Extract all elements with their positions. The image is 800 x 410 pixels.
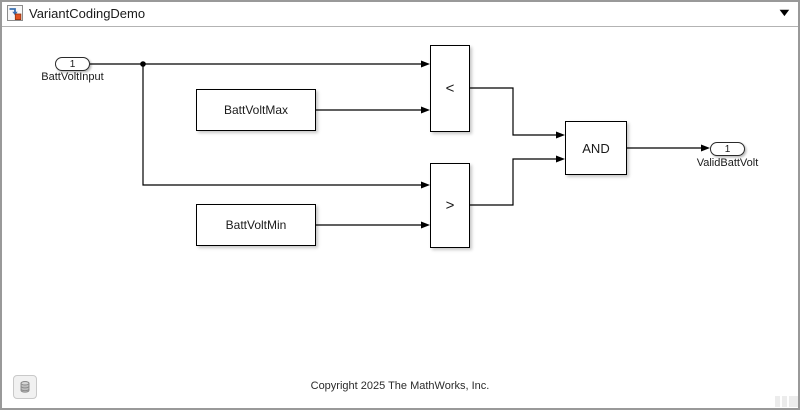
inport-block[interactable]: 1	[55, 57, 90, 71]
wire-gt-to-and[interactable]	[470, 158, 557, 206]
block-greater-than[interactable]: >	[430, 163, 470, 248]
outport-block[interactable]: 1	[710, 142, 745, 156]
wire-branch-to-gt[interactable]	[142, 64, 422, 186]
copyright-annotation: Copyright 2025 The MathWorks, Inc.	[310, 380, 490, 392]
chevron-down-icon[interactable]: ▼	[776, 6, 793, 19]
arrowhead	[556, 131, 565, 139]
arrowhead	[421, 221, 430, 229]
arrowhead	[421, 181, 430, 189]
arrowhead	[556, 155, 565, 163]
resize-grip[interactable]	[775, 396, 798, 407]
block-battvoltmax[interactable]: BattVoltMax	[196, 89, 316, 131]
model-title: VariantCodingDemo	[29, 5, 146, 21]
database-icon	[20, 381, 30, 393]
arrowhead	[421, 106, 430, 114]
resize-grip-bar	[782, 396, 787, 407]
inport-label[interactable]: BattVoltInput	[41, 71, 104, 83]
inport-number: 1	[69, 58, 76, 70]
resize-grip-bar	[775, 396, 780, 407]
outport-number: 1	[724, 143, 731, 155]
arrowhead	[701, 144, 710, 152]
block-less-than[interactable]: <	[430, 45, 470, 132]
outport-label[interactable]: ValidBattVolt	[696, 157, 759, 169]
wire-lt-to-and[interactable]	[470, 87, 557, 136]
resize-grip-bar	[789, 396, 798, 407]
model-title-bar: VariantCodingDemo ▼	[0, 0, 800, 27]
branch-dot	[140, 61, 146, 67]
data-browser-button[interactable]	[13, 375, 37, 399]
block-battvoltmin[interactable]: BattVoltMin	[196, 204, 316, 246]
simulink-model-icon	[7, 5, 23, 21]
arrowhead	[421, 60, 430, 68]
block-and-operator[interactable]: AND	[565, 121, 627, 175]
